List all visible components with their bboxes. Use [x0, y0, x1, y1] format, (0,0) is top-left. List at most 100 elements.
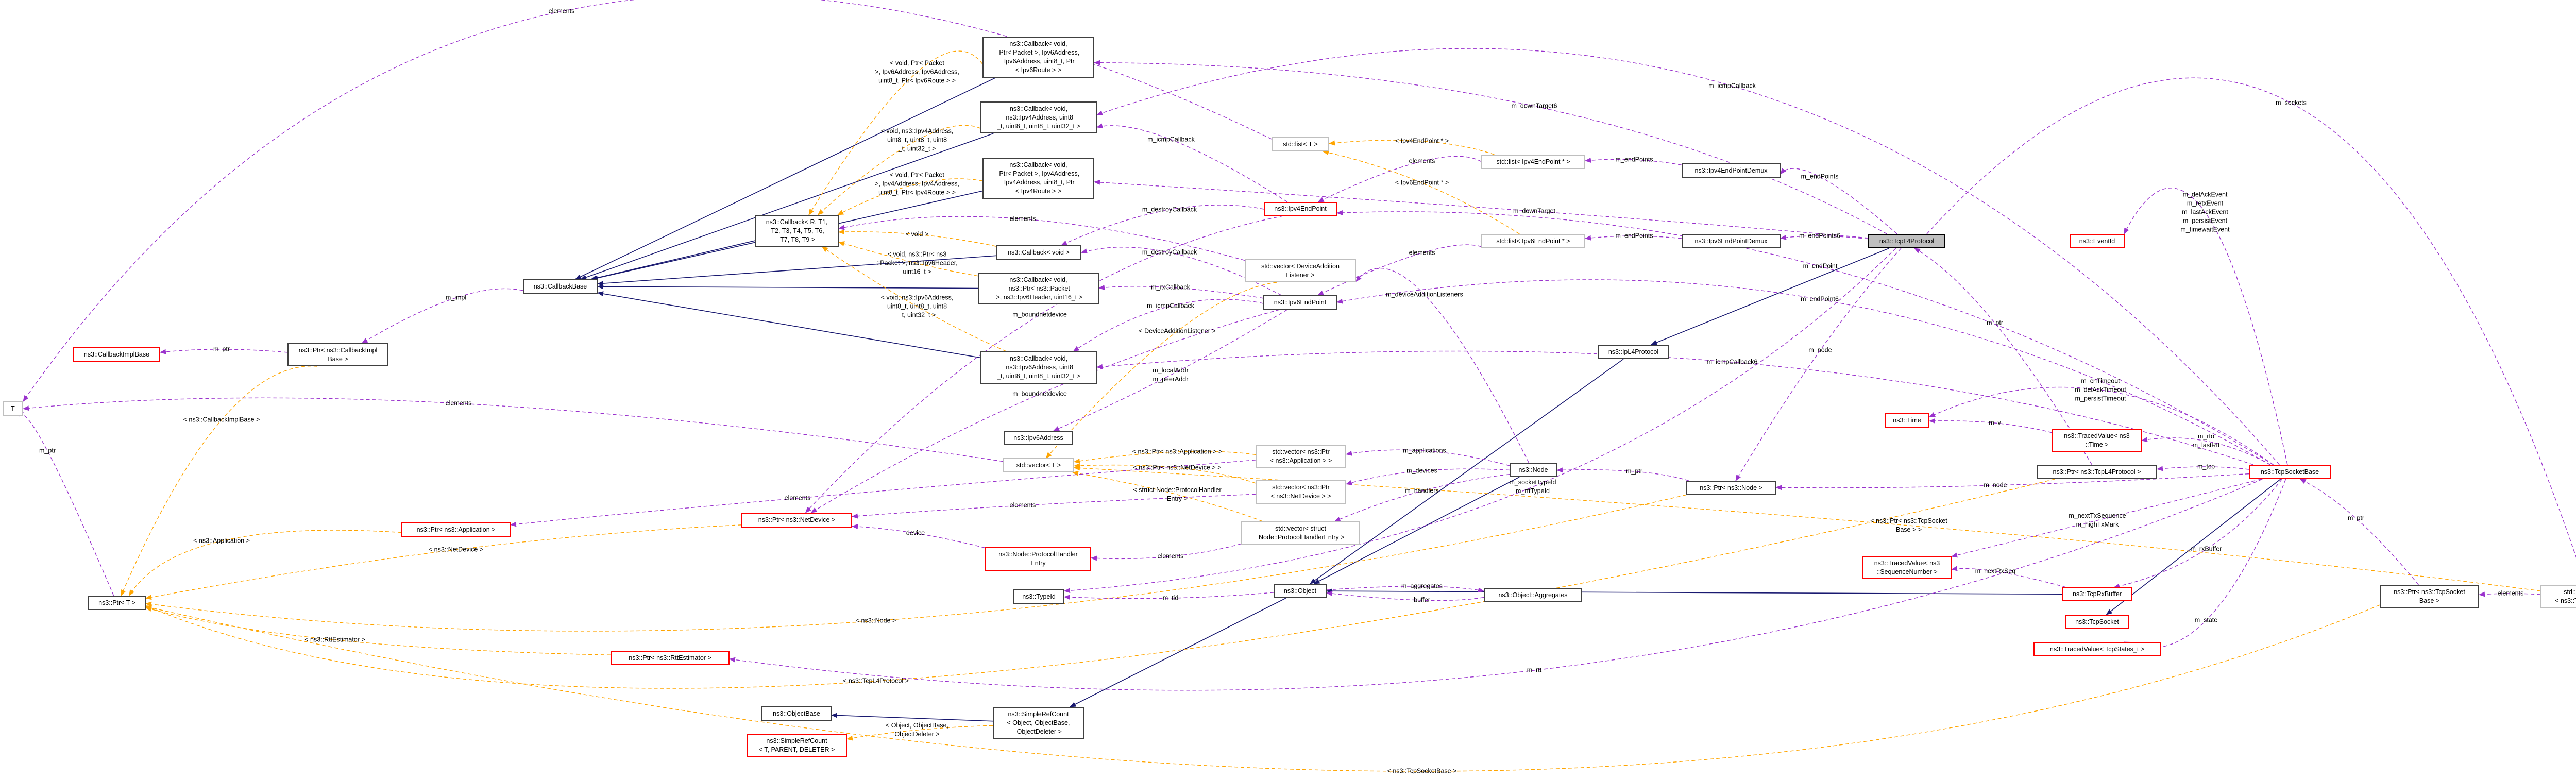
class-node-cb-void[interactable]: ns3::Callback< void > [996, 245, 1081, 260]
class-node-ptr-app[interactable]: ns3::Ptr< ns3::Application > [401, 522, 511, 537]
edge-label: < void, ns3::Ipv4Address, uint8_t, uint8… [880, 127, 954, 153]
template-edge-vec-dal-to-vec-t [1045, 282, 1277, 459]
class-node-ptr-node[interactable]: ns3::Ptr< ns3::Node > [1686, 481, 1776, 495]
edge-label: elements [1009, 501, 1036, 509]
template-edge-ptr-tcp-l4-to-ptr-t [145, 479, 2055, 689]
edge-label: m_downTarget [1513, 207, 1555, 215]
edge-label: elements [784, 494, 811, 502]
edge-label: m_nextRxSeq [1975, 567, 2016, 575]
class-node-vec-tsb[interactable]: std::vector< ns3::Ptr < ns3::TcpSocketBa… [2540, 585, 2576, 608]
class-node-tcp-l4[interactable]: ns3::TcpL4Protocol [1868, 234, 1945, 248]
edge-label: m_handlers [1405, 487, 1439, 495]
class-node-cb6-addr[interactable]: ns3::Callback< void, ns3::Ipv6Address, u… [980, 351, 1097, 384]
edge-label: m_v [1989, 419, 2001, 427]
inherit-edge-ip-l4-to-object [1310, 359, 1624, 584]
class-node-label: ns3::TracedValue< ns3 ::Time > [2064, 432, 2130, 448]
edge-label: device [906, 529, 925, 537]
edge-label: m_devices [1406, 467, 1437, 475]
class-node-vec-dev[interactable]: std::vector< ns3::Ptr < ns3::NetDevice >… [1256, 480, 1346, 504]
class-node-vec-phe[interactable]: std::vector< struct Node::ProtocolHandle… [1241, 521, 1360, 545]
member-edge-rx-buf-to-tv-seq [1951, 566, 2066, 588]
member-edge-vec-app-to-ptr-app [510, 460, 1256, 527]
class-node-label: ns3::Ptr< ns3::Node > [1700, 484, 1762, 492]
class-node-tv-state[interactable]: ns3::TracedValue< TcpStates_t > [2033, 642, 2161, 656]
class-node-node[interactable]: ns3::Node [1510, 463, 1557, 477]
class-node-cb4-addr[interactable]: ns3::Callback< void, ns3::Ipv4Address, u… [980, 101, 1097, 133]
class-node-cb-impl-base[interactable]: ns3::CallbackImplBase [73, 347, 160, 362]
class-node-aggr[interactable]: ns3::Object::Aggregates [1484, 588, 1582, 602]
template-edge-ptr-node-to-ptr-t [145, 494, 1687, 632]
class-node-ipv6-addr[interactable]: ns3::Ipv6Address [1004, 431, 1073, 445]
member-edge-ipv4-ep-to-cb4-addr [1096, 123, 1288, 202]
class-node-ptr-tsb[interactable]: ns3::Ptr< ns3::TcpSocket Base > [2380, 585, 2479, 608]
class-node-ptr-cb-impl[interactable]: ns3::Ptr< ns3::CallbackImpl Base > [287, 343, 388, 366]
class-node-cb-rt[interactable]: ns3::Callback< R, T1, T2, T3, T4, T5, T6… [755, 215, 839, 247]
member-edge-tcp-l4-to-vec-tsb [1926, 77, 2576, 558]
inherit-edge-node-to-object [1313, 477, 1520, 584]
class-node-list6[interactable]: std::list< Ipv6EndPoint * > [1481, 234, 1585, 248]
class-node-label: ns3::Callback< void, Ptr< Packet >, Ipv4… [999, 161, 1080, 195]
class-node-tcp-sock[interactable]: ns3::TcpSocket [2065, 615, 2129, 629]
edge-label: < void, Ptr< Packet >, Ipv4Address, Ipv4… [875, 171, 959, 196]
class-node-label: ns3::Ptr< ns3::NetDevice > [758, 516, 836, 523]
member-edge-tsb-to-time [1929, 386, 2274, 465]
template-edge-src-to-src-t [846, 725, 993, 741]
class-node-vec-app[interactable]: std::vector< ns3::Ptr < ns3::Application… [1256, 445, 1346, 468]
member-edge-ipv4-ep-to-cb-void [1061, 205, 1264, 246]
class-node-label: T [11, 405, 15, 412]
class-node-label: ns3::IpL4Protocol [1608, 348, 1659, 355]
class-node-list-t[interactable]: std::list< T > [1272, 137, 1329, 151]
template-edge-list6-to-list-t [1323, 150, 1520, 234]
class-node-ptr-t[interactable]: ns3::Ptr< T > [88, 596, 146, 610]
class-node-cb6-hdr[interactable]: ns3::Callback< void, ns3::Ptr< ns3::Pack… [978, 273, 1099, 304]
class-node-label: ns3::Ptr< T > [98, 599, 135, 606]
class-node-vec-dal[interactable]: std::vector< DeviceAddition Listener > [1245, 259, 1356, 282]
edge-label: < DeviceAdditionListener > [1139, 327, 1216, 335]
member-edge-tcp-l4-to-ptr-node [1735, 248, 1902, 481]
class-node-label: std::vector< ns3::Ptr < ns3::TcpSocketBa… [2555, 588, 2576, 604]
class-node-t[interactable]: T [3, 401, 23, 416]
class-node-ptr-dev[interactable]: ns3::Ptr< ns3::NetDevice > [741, 513, 852, 528]
class-node-cb-base[interactable]: ns3::CallbackBase [523, 279, 598, 294]
member-edge-tcp-l4-to-type-id [1064, 248, 1896, 594]
edge-label: < struct Node::ProtocolHandler Entry > [1133, 486, 1222, 502]
inherit-edge-cb6-hdr-to-cb-base [597, 284, 978, 290]
edge-label: m_ptr [213, 345, 230, 353]
class-node-type-id[interactable]: ns3::TypeId [1013, 589, 1064, 604]
class-node-src-t[interactable]: ns3::SimpleRefCount < T, PARENT, DELETER… [747, 734, 847, 757]
class-node-vec-t[interactable]: std::vector< T > [1003, 458, 1074, 472]
edge-label: < ns3::Application > [193, 537, 250, 545]
class-node-cb4-route[interactable]: ns3::Callback< void, Ptr< Packet >, Ipv4… [982, 158, 1094, 199]
class-node-label: ns3::TracedValue< TcpStates_t > [2049, 645, 2145, 653]
class-node-ptr-rtt[interactable]: ns3::Ptr< ns3::RttEstimator > [611, 651, 730, 665]
class-node-label: std::vector< T > [1016, 461, 1061, 469]
class-node-cb6-route[interactable]: ns3::Callback< void, Ptr< Packet >, Ipv6… [982, 37, 1094, 78]
class-node-demux4[interactable]: ns3::Ipv4EndPointDemux [1682, 163, 1781, 178]
class-node-obj-base[interactable]: ns3::ObjectBase [761, 706, 832, 721]
class-node-ip-l4[interactable]: ns3::IpL4Protocol [1598, 345, 1669, 359]
edge-label: m_endPoint6 [1801, 295, 1839, 303]
class-node-object[interactable]: ns3::Object [1274, 584, 1327, 598]
member-edge-vec-tsb-to-ptr-tsb [2479, 591, 2541, 597]
class-node-ipv6-ep[interactable]: ns3::Ipv6EndPoint [1263, 295, 1337, 310]
class-node-list4[interactable]: std::list< Ipv4EndPoint * > [1481, 155, 1585, 169]
class-node-ipv4-ep[interactable]: ns3::Ipv4EndPoint [1264, 202, 1337, 216]
class-node-time[interactable]: ns3::Time [1885, 413, 1929, 428]
class-node-ptr-tcp-l4[interactable]: ns3::Ptr< ns3::TcpL4Protocol > [2037, 465, 2157, 479]
class-node-tv-seq[interactable]: ns3::TracedValue< ns3 ::SequenceNumber > [1862, 556, 1952, 579]
member-edge-tsb-to-event-id [2124, 188, 2288, 465]
class-node-label: std::list< Ipv4EndPoint * > [1496, 158, 1570, 165]
class-node-rx-buf[interactable]: ns3::TcpRxBuffer [2062, 587, 2132, 601]
class-node-phe[interactable]: ns3::Node::ProtocolHandler Entry [985, 547, 1091, 571]
edge-label: elements [2497, 589, 2524, 597]
class-node-demux6[interactable]: ns3::Ipv6EndPointDemux [1682, 234, 1781, 248]
member-edge-ptr-node-to-node [1556, 467, 1689, 481]
member-edge-ipv6-ep-to-ipv6-addr [1053, 309, 1287, 431]
class-node-tv-time[interactable]: ns3::TracedValue< ns3 ::Time > [2052, 429, 2142, 452]
class-node-label: ns3::Callback< R, T1, T2, T3, T4, T5, T6… [766, 218, 828, 243]
class-node-src[interactable]: ns3::SimpleRefCount < Object, ObjectBase… [993, 707, 1084, 739]
class-node-event-id[interactable]: ns3::EventId [2070, 234, 2125, 248]
class-node-tsb[interactable]: ns3::TcpSocketBase [2249, 465, 2331, 479]
member-edge-aggr-to-object [1326, 591, 1484, 601]
